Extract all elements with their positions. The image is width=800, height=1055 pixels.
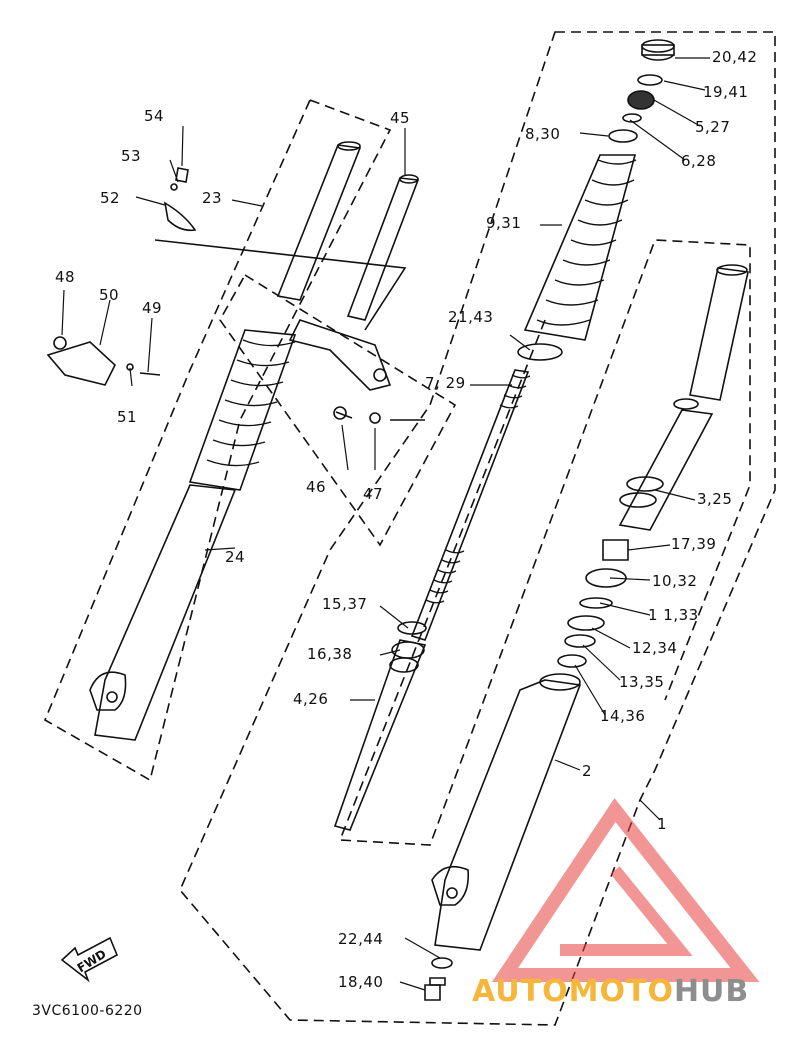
callout-48: 48 xyxy=(55,268,76,286)
callout-6-28: 6,28 xyxy=(681,152,717,170)
callout-21-43: 21,43 xyxy=(448,308,494,326)
fwd-arrow-icon xyxy=(60,936,119,983)
callout-10-32: 10,32 xyxy=(652,572,698,590)
callout-8-30: 8,30 xyxy=(525,125,561,143)
callout-51: 51 xyxy=(117,408,138,426)
callout-16-38: 16,38 xyxy=(307,645,353,663)
o-ring-part xyxy=(637,74,663,86)
fork-boot-left xyxy=(188,329,297,491)
bracket-leader xyxy=(154,239,407,331)
callout-12-34: 12,34 xyxy=(632,639,678,657)
clamp-outline xyxy=(219,273,457,547)
outer-tube-right xyxy=(434,679,582,951)
watermark-part1: AUTOMOTO xyxy=(472,974,674,1009)
callout-11-33: 1 1,33 xyxy=(648,606,699,624)
callout-4-26: 4,26 xyxy=(293,690,329,708)
callout-18-40: 18,40 xyxy=(338,973,384,991)
callout-15-37: 15,37 xyxy=(322,595,368,613)
callout-14-36: 14,36 xyxy=(600,707,646,725)
callout-20-42: 20,42 xyxy=(712,48,758,66)
callout-24: 24 xyxy=(225,548,246,566)
outer-tube-left xyxy=(94,484,237,741)
callout-47: 47 xyxy=(363,485,384,503)
callout-49: 49 xyxy=(142,299,163,317)
spacer-part xyxy=(627,90,655,110)
callout-1: 1 xyxy=(657,815,668,833)
callout-53: 53 xyxy=(121,147,142,165)
callout-9-31: 9,31 xyxy=(486,214,522,232)
left-assembly-outline xyxy=(43,98,392,782)
callout-7-29: 7, 29 xyxy=(425,374,466,392)
inner-tube-left xyxy=(276,144,362,301)
watermark-logo: AUTOMOTOHUB xyxy=(472,974,749,1009)
fork-boot-right xyxy=(523,154,637,341)
callout-45: 45 xyxy=(390,109,411,127)
callout-46: 46 xyxy=(306,478,327,496)
damper-rod-right xyxy=(410,369,530,641)
callout-3-25: 3,25 xyxy=(697,490,733,508)
diagram-code: 3VC6100-6220 xyxy=(32,1003,143,1019)
inner-tube-right xyxy=(689,267,749,401)
right-assembly-outline xyxy=(179,31,776,1026)
callout-2: 2 xyxy=(582,762,593,780)
callout-22-44: 22,44 xyxy=(338,930,384,948)
callout-17-39: 17,39 xyxy=(671,535,717,553)
callout-54: 54 xyxy=(144,107,165,125)
callout-19-41: 19,41 xyxy=(703,83,749,101)
callout-50: 50 xyxy=(99,286,120,304)
watermark-part2: HUB xyxy=(673,974,750,1009)
watermark-triangle-icon xyxy=(491,798,760,982)
callout-52: 52 xyxy=(100,189,121,207)
callout-13-35: 13,35 xyxy=(619,673,665,691)
callout-23: 23 xyxy=(202,189,223,207)
callout-5-27: 5,27 xyxy=(695,118,731,136)
